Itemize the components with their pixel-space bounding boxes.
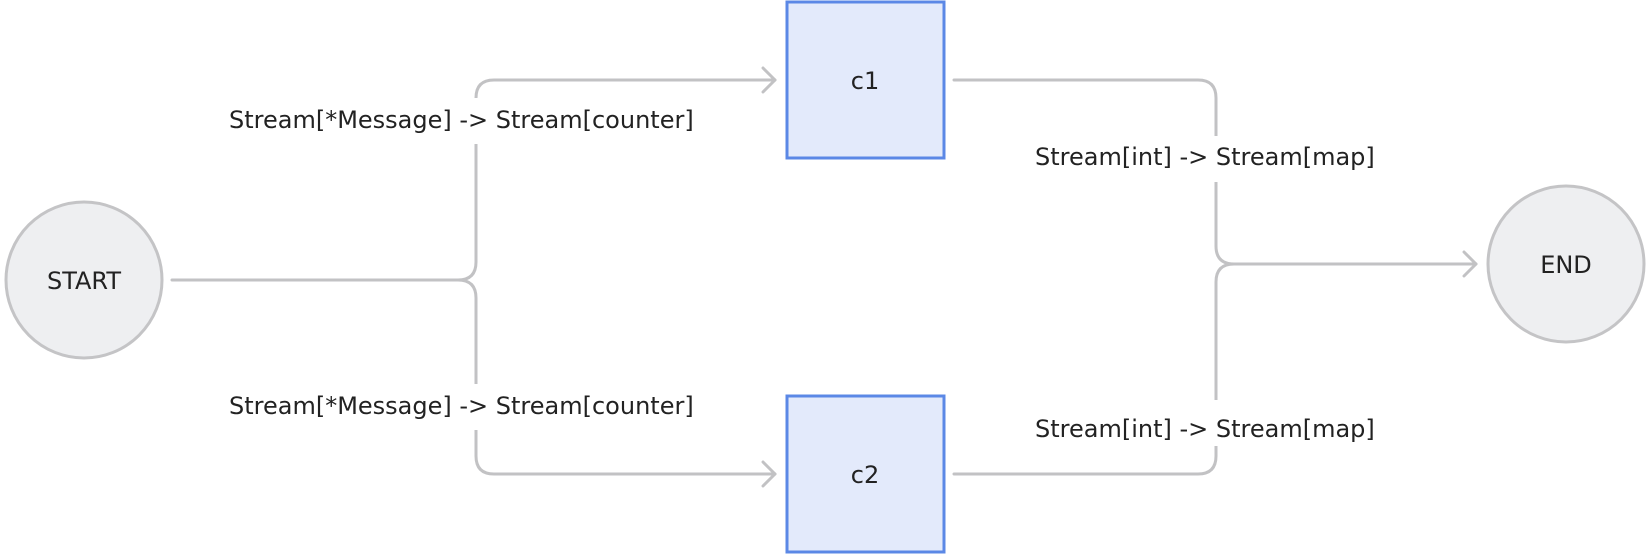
node-c2[interactable]: c2 [785,394,946,554]
edge-label-c2-end: Stream[int] -> Stream[map] [1034,400,1399,446]
edge-c2-to-end [952,262,1236,476]
node-start[interactable]: START [4,200,164,360]
node-end-label: END [1540,251,1592,279]
edge-start-to-c2 [456,278,777,488]
arrowhead-icon [1462,250,1478,278]
edge-label-start-c2: Stream[*Message] -> Stream[counter] [228,384,728,430]
arrowhead-icon [761,460,777,488]
node-c1-label: c1 [851,67,879,95]
edge-label-start-c1: Stream[*Message] -> Stream[counter] [228,98,728,144]
edge-label-text: Stream[int] -> Stream[map] [1035,143,1375,171]
edge-label-text: Stream[int] -> Stream[map] [1035,415,1375,443]
arrowhead-icon [761,66,777,94]
edge-start-to-c1 [170,66,777,282]
node-c1[interactable]: c1 [785,0,946,160]
edge-label-c1-end: Stream[int] -> Stream[map] [1034,136,1399,182]
node-start-label: START [47,267,121,295]
edge-label-text: Stream[*Message] -> Stream[counter] [229,392,694,420]
node-c2-label: c2 [851,461,879,489]
node-end[interactable]: END [1486,184,1646,344]
edge-label-text: Stream[*Message] -> Stream[counter] [229,106,694,134]
